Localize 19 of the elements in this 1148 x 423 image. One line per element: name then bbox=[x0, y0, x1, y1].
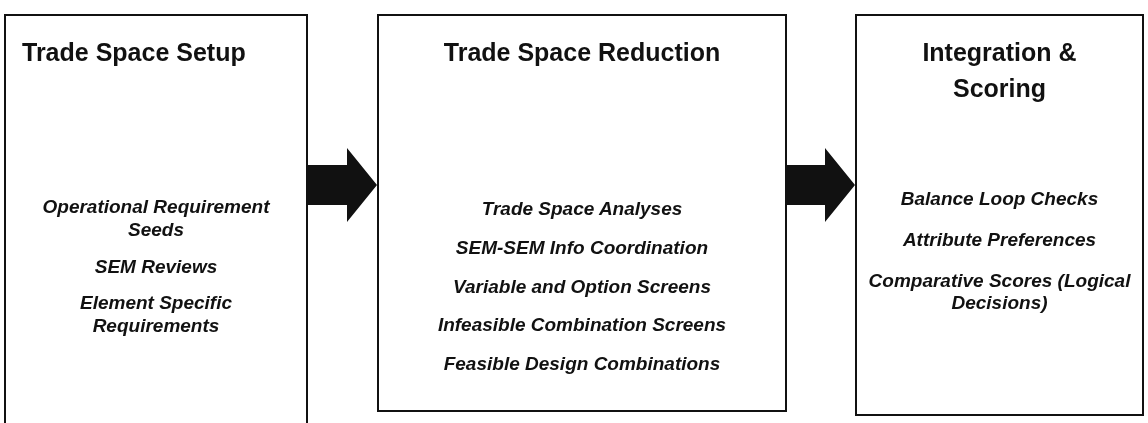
activity-text: Variable and Option Screens bbox=[453, 275, 711, 299]
stage-heading: Trade Space Reduction bbox=[443, 37, 721, 68]
stage-heading: Trade Space Setup bbox=[22, 37, 246, 68]
activity-text: SEM-SEM Info Coordination bbox=[455, 236, 709, 260]
activity-text: Balance Loop Checks bbox=[900, 188, 1099, 211]
activity-text: Feasible Design Combinations bbox=[443, 353, 721, 376]
activity-text: SEM Reviews bbox=[94, 255, 218, 279]
stage-box bbox=[377, 14, 787, 412]
activity-text: Trade Space Analyses bbox=[481, 198, 683, 221]
stage-box bbox=[855, 14, 1144, 416]
arrow bbox=[308, 148, 377, 222]
activity-text: Operational Requirement Seeds bbox=[41, 196, 271, 242]
arrow bbox=[787, 148, 855, 222]
stage-box bbox=[4, 14, 308, 423]
activity-text: Attribute Preferences bbox=[902, 228, 1097, 252]
activity-text: Element Specific Requirements bbox=[78, 292, 234, 338]
activity-text: Comparative Scores (Logical Decisions) bbox=[867, 269, 1132, 316]
stage-heading: Integration & Scoring bbox=[921, 37, 1078, 105]
activity-text: Infeasible Combination Screens bbox=[437, 314, 727, 338]
